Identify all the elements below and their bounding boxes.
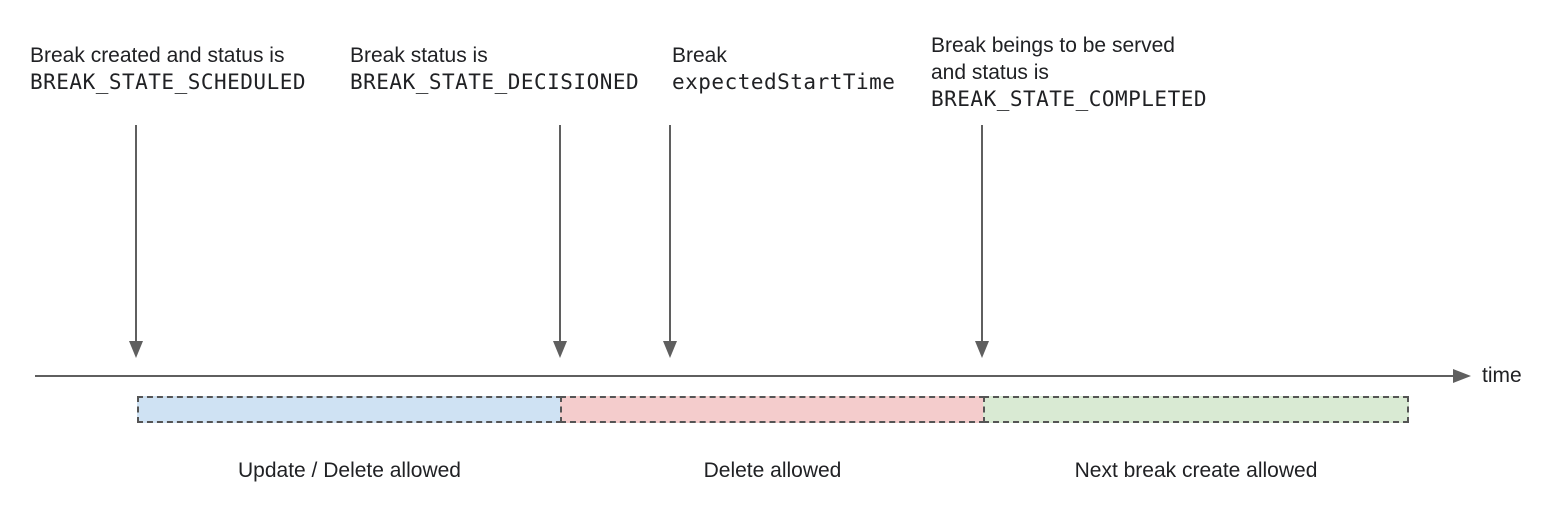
down-arrow-break-completed-icon [975, 125, 989, 358]
annotation-text: Break beings to be served [931, 34, 1175, 57]
arrow-shaft [981, 125, 983, 341]
arrow-head-icon [975, 341, 989, 358]
down-arrow-expected-start-time-icon [663, 125, 677, 358]
arrow-head-icon [129, 341, 143, 358]
time-axis-line [35, 375, 1455, 377]
annotation-code: BREAK_STATE_DECISIONED [350, 70, 640, 94]
segment-label-next-break-create-allowed: Next break create allowed [1074, 459, 1318, 482]
annotation-text: and status is [931, 61, 1049, 84]
segment-delete-allowed [560, 396, 985, 423]
time-axis-label: time [1482, 364, 1522, 387]
segment-next-break-create-allowed [983, 396, 1409, 423]
segment-update-delete-allowed [137, 396, 562, 423]
arrow-head-icon [553, 341, 567, 358]
down-arrow-break-decisioned-icon [553, 125, 567, 358]
arrow-shaft [559, 125, 561, 341]
annotation-text: Break status is [350, 44, 488, 67]
down-arrow-break-created-icon [129, 125, 143, 358]
segment-label-update-delete-allowed: Update / Delete allowed [238, 459, 461, 482]
annotation-break-created: Break created and status is BREAK_STATE_… [30, 42, 306, 96]
annotation-expected-start-time: Break expectedStartTime [672, 42, 895, 96]
time-axis-arrowhead-icon [1453, 369, 1471, 383]
annotation-break-completed: Break beings to be served and status is … [931, 32, 1207, 113]
annotation-code: BREAK_STATE_SCHEDULED [30, 70, 307, 94]
arrow-head-icon [663, 341, 677, 358]
annotation-break-decisioned: Break status is BREAK_STATE_DECISIONED [350, 42, 639, 96]
arrow-shaft [135, 125, 137, 341]
annotation-code: expectedStartTime [672, 70, 896, 94]
annotation-code: BREAK_STATE_COMPLETED [931, 87, 1208, 111]
annotation-text: Break created and status is [30, 44, 285, 67]
segment-label-delete-allowed: Delete allowed [703, 459, 842, 482]
annotation-text: Break [672, 44, 727, 67]
arrow-shaft [669, 125, 671, 341]
